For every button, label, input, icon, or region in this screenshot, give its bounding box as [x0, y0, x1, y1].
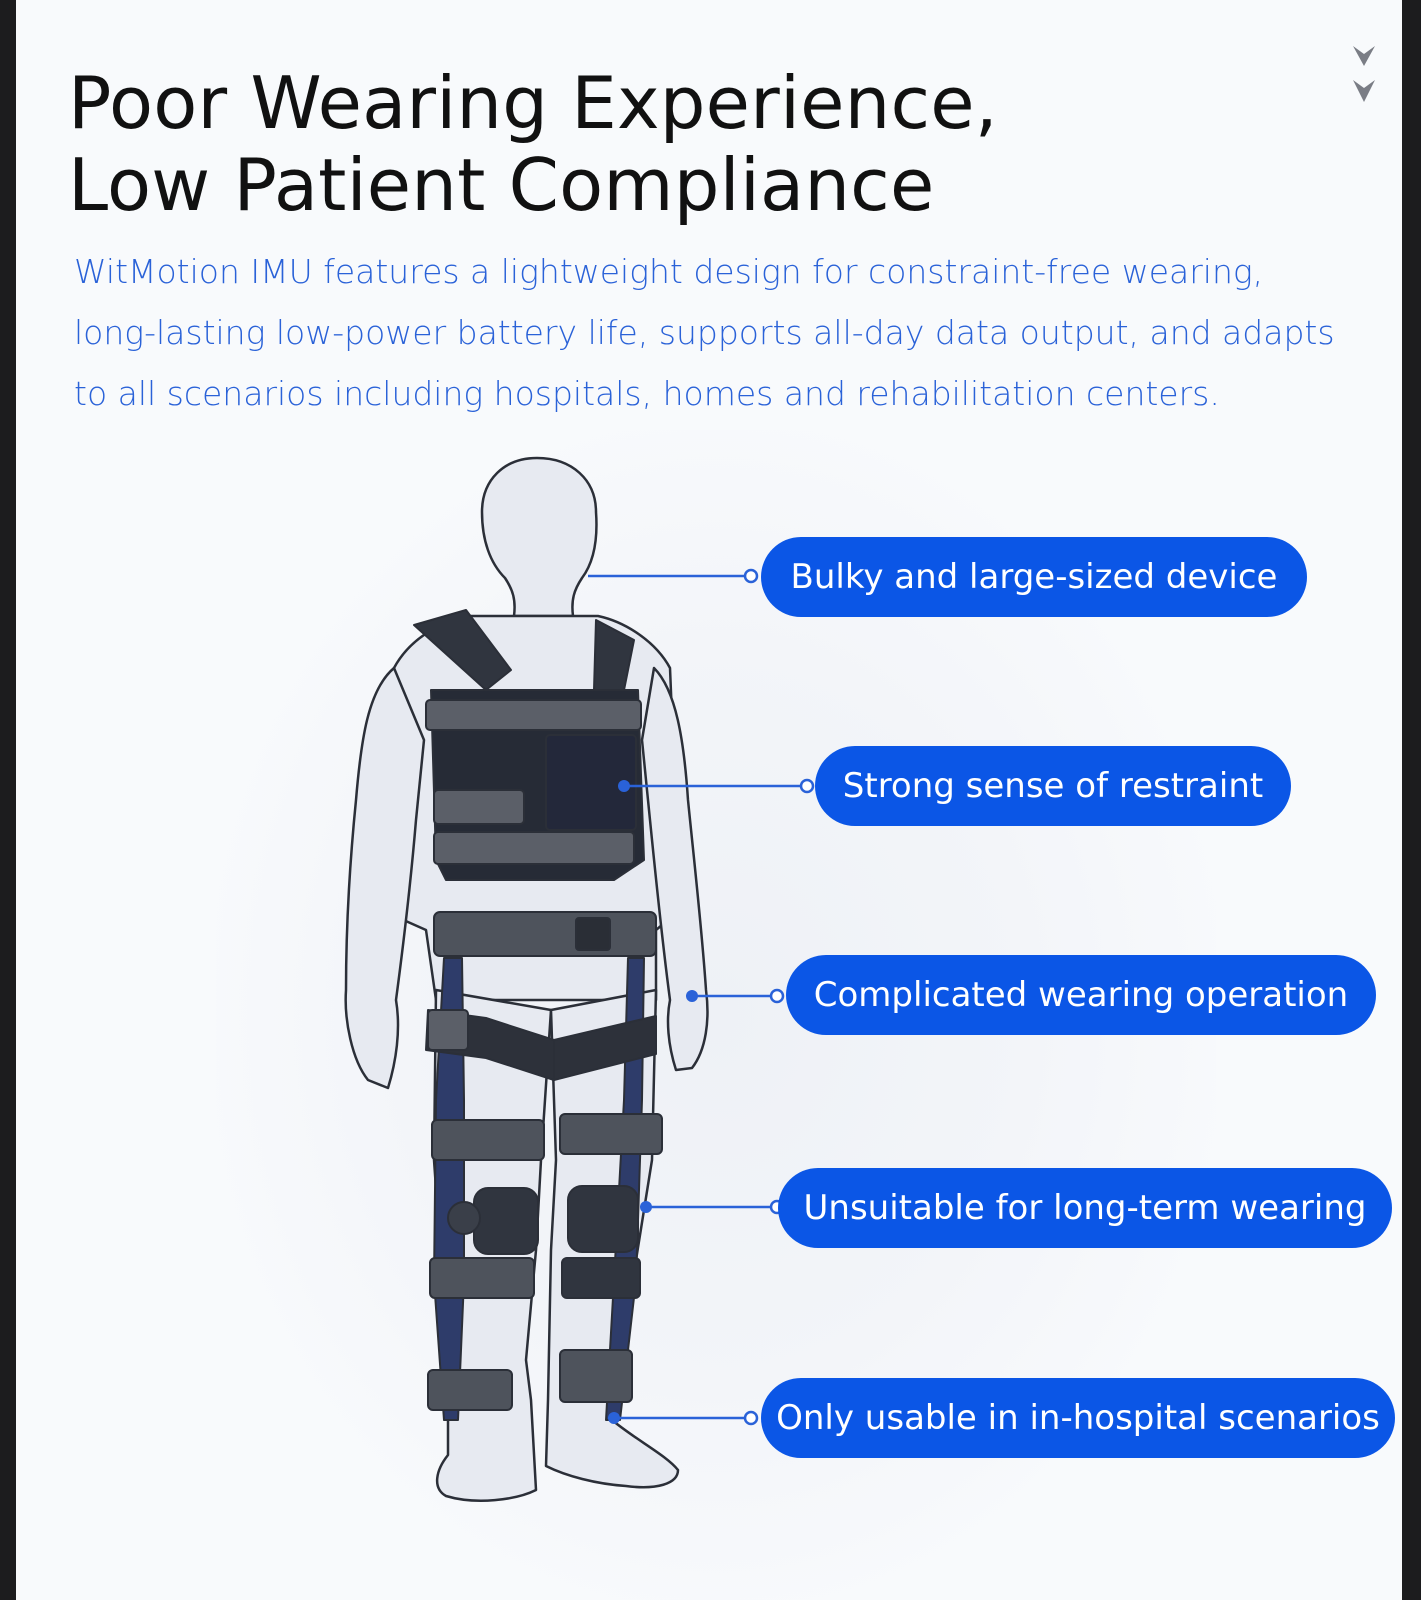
- description-line-1: WitMotion IMU features a lightweight des…: [74, 252, 1264, 291]
- callout-in-hospital-only: Only usable in in-hospital scenarios: [761, 1378, 1395, 1458]
- page-title: Poor Wearing Experience, Low Patient Com…: [68, 62, 998, 226]
- callout-connectors: [588, 568, 815, 1426]
- callout-restraint: Strong sense of restraint: [815, 746, 1291, 826]
- harness-straps: [413, 609, 663, 1421]
- callout-complicated-operation: Complicated wearing operation: [786, 955, 1376, 1035]
- mannequin-figure: [344, 456, 815, 1502]
- description: WitMotion IMU features a lightweight des…: [74, 241, 1354, 424]
- callout-long-term-wearing: Unsuitable for long-term wearing: [778, 1168, 1392, 1248]
- double-chevron-down-icon[interactable]: [1351, 44, 1377, 108]
- callout-bulky-device: Bulky and large-sized device: [761, 537, 1307, 617]
- description-line-2: long-lasting low-power battery life, sup…: [74, 313, 1335, 352]
- title-line-2: Low Patient Compliance: [68, 143, 935, 227]
- mannequin-body: [344, 456, 709, 1502]
- description-line-3: to all scenarios including hospitals, ho…: [74, 374, 1220, 413]
- title-line-1: Poor Wearing Experience,: [68, 61, 998, 145]
- page: Poor Wearing Experience, Low Patient Com…: [16, 0, 1402, 1600]
